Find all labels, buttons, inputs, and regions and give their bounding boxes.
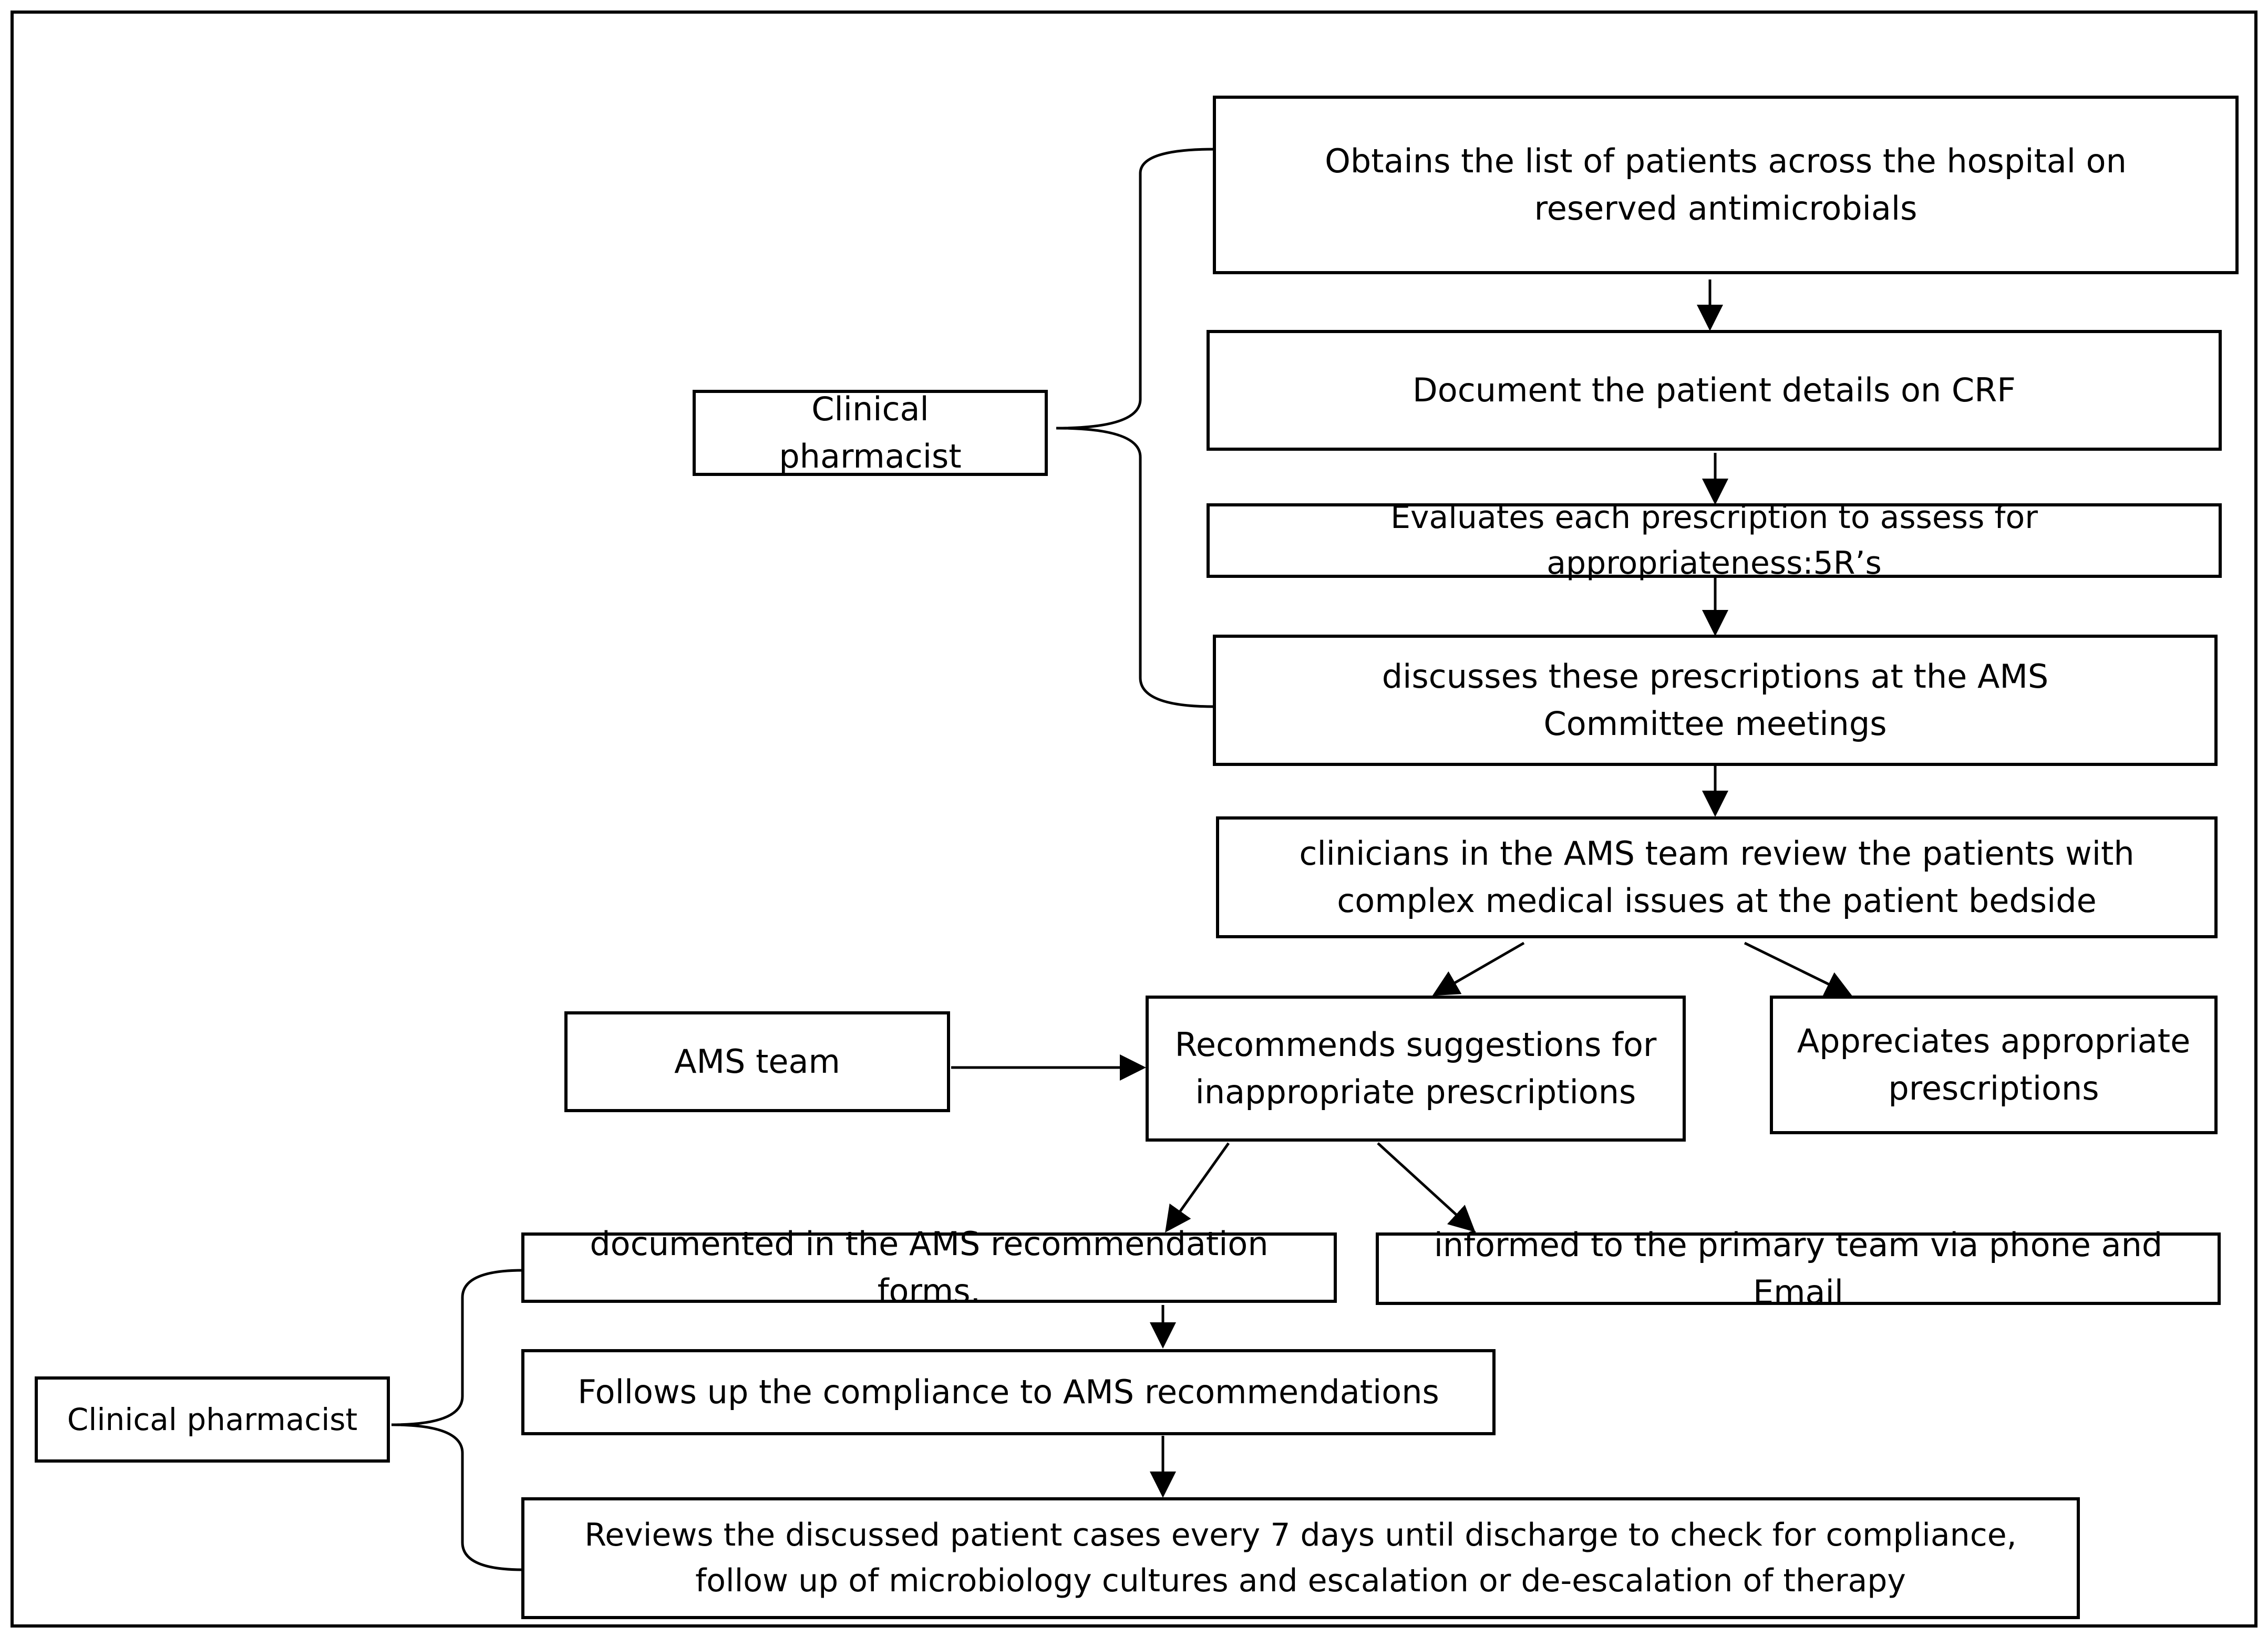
step-obtains-list: Obtains the list of patients across the … [1213,96,2239,274]
step-appreciates-appropriate-text: Appreciates appropriate prescriptions [1797,1022,2191,1107]
step-documented-forms-text: documented in the AMS recommendation for… [590,1225,1269,1310]
step-obtains-list-text: Obtains the list of patients across the … [1325,142,2127,227]
step-document-details: Document the patient details on CRF [1207,330,2222,451]
role-ams-team: AMS team [564,1011,950,1112]
step-recommends-suggestions-text: Recommends suggestions for inappropriate… [1174,1025,1657,1111]
step-discusses-prescriptions: discusses these prescriptions at the AMS… [1213,635,2218,766]
step-evaluates-prescription: Evaluates each prescription to assess fo… [1207,499,2222,582]
arrow-recommends-to-informed [1377,1142,1476,1232]
step-discusses-prescriptions-text: discusses these prescriptions at the AMS… [1382,657,2049,743]
step-appreciates-appropriate: Appreciates appropriate prescriptions [1770,996,2218,1134]
arrow-recommends-to-documented [1165,1142,1230,1233]
arrow-clinicians-to-appreciates [1744,941,1852,996]
role-ams-team-label: AMS team [674,1042,840,1081]
brace-bottom [391,1269,523,1571]
arrow-clinicians-to-recommends [1432,941,1525,996]
step-evaluates-prescription-text: Evaluates each prescription to assess fo… [1390,499,2038,582]
role-clinical-pharmacist-top: Clinical pharmacist [693,390,1048,476]
step-informed-primary-team: informed to the primary team via phone a… [1376,1226,2221,1311]
role-clinical-pharmacist-bottom: Clinical pharmacist [35,1376,390,1463]
role-clinical-pharmacist-top-label: Clinical pharmacist [779,390,962,475]
step-clinicians-review: clinicians in the AMS team review the pa… [1216,816,2218,938]
outer-frame [11,11,2257,1628]
step-document-details-text: Document the patient details on CRF [1413,371,2016,410]
step-informed-primary-team-text: informed to the primary team via phone a… [1434,1226,2163,1311]
brace-top [1056,148,1214,708]
step-follows-up-compliance: Follows up the compliance to AMS recomme… [521,1349,1496,1435]
step-follows-up-compliance-text: Follows up the compliance to AMS recomme… [578,1373,1439,1412]
step-recommends-suggestions: Recommends suggestions for inappropriate… [1146,996,1686,1142]
step-clinicians-review-text: clinicians in the AMS team review the pa… [1299,834,2135,920]
step-documented-forms: documented in the AMS recommendation for… [521,1225,1337,1310]
step-reviews-cases: Reviews the discussed patient cases ever… [521,1497,2080,1619]
step-reviews-cases-text: Reviews the discussed patient cases ever… [584,1517,2017,1599]
role-clinical-pharmacist-bottom-label: Clinical pharmacist [67,1401,358,1437]
